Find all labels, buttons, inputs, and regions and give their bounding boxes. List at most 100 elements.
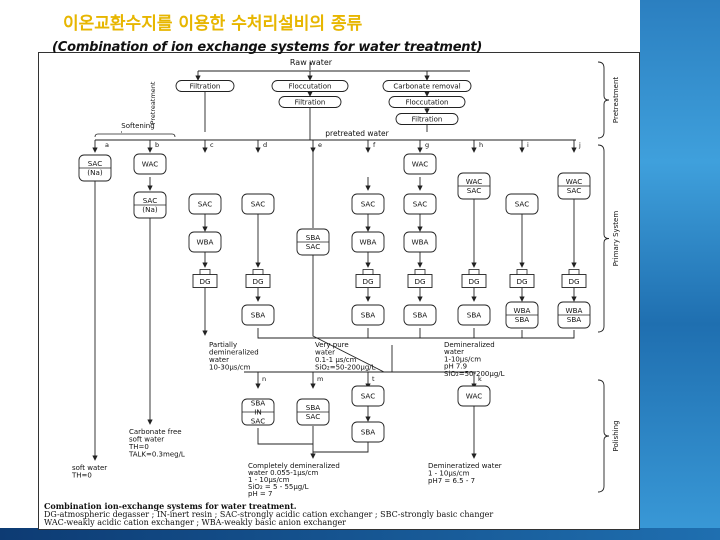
carbonate-free-water-text: Carbonate free [129,428,182,436]
decorative-bottom-band [0,528,720,540]
sac-vessel [351,385,385,407]
primary-system-brace [597,144,610,333]
degasser-vent [252,269,264,275]
primary-system-brace-label: Primary System [612,211,620,267]
very-pure-water-text: SiO₂=50-200μg/L [315,364,376,372]
completely-demineralized-text: water 0.055-1μs/cm [248,469,318,477]
very-pure-water-text: Very pure [315,341,349,349]
sac-vessel-label: SAC [413,200,428,209]
wba-vessel [188,231,222,253]
wba-vessel [403,231,437,253]
sba-in-sac-vessel-label: SBA [251,399,265,408]
demineralized-water-text: water [444,348,464,356]
sba-in-sac-vessel-label: SAC [251,417,266,426]
degasser-vent [199,269,211,275]
pretreatment-brace [597,61,610,139]
sac-vessel [351,193,385,215]
sac-vessel-label: SAC [515,200,530,209]
softening-label: Softening [121,122,154,130]
floccutation-unit-2 [388,96,466,108]
branch-letter-h: h [479,141,483,149]
carbonate-removal-unit [382,80,472,92]
sac-na-vessel-label: SAC [88,159,103,168]
polishing-brace [597,379,610,493]
sba-collector [257,328,520,339]
sac-vessel-label: SAC [361,392,376,401]
degasser-label: DG [414,277,425,286]
demineralized-water-text: pH 7.9 [444,363,467,371]
sba-vessel [457,304,491,326]
wba-vessel [351,231,385,253]
wac-vessel [403,153,437,175]
degasser-vent [516,269,528,275]
footnote-line-1: DG-atmospheric degasser ; IN-inert resin… [44,510,494,519]
degasser-vent [414,269,426,275]
sac-vessel-label: SAC [361,200,376,209]
sba-vessel [403,304,437,326]
pretreated-water-label: pretreated water [325,129,389,138]
degasser-label: DG [516,277,527,286]
sba-sac-vessel-label: SBA [306,403,320,412]
branch-letter-c: c [210,141,214,149]
branch-letter-j: j [578,141,581,149]
wac-vessel-label: WAC [412,160,429,169]
polishing-brace-label: Polishing [612,420,620,451]
decorative-side-band [640,0,720,540]
carbonate-free-water-text: soft water [129,436,164,444]
wac-vessel [457,385,491,407]
very-pure-water-text: water [315,349,335,357]
completely-demineralized-text: 1 - 10μs/cm [248,476,290,484]
floccutation-unit-label: Floccutation [289,83,332,91]
carbonate-removal-unit-label: Carbonate removal [393,83,460,91]
filtration-unit-2-label: Filtration [295,99,326,107]
wac-vessel [133,153,167,175]
sac-vessel [241,193,275,215]
partially-demineralized-text: Partially [209,341,237,349]
partially-demineralized-text: demineralized [209,349,259,357]
demineralized-water-text: 1-10μs/cm [444,355,481,363]
polish-letter-k: k [478,375,482,383]
footnote-line-2: WAC-weakly acidic cation exchanger ; WBA… [44,518,347,527]
polish-letter-n: n [262,375,266,383]
wac-sac-vessel-label: SAC [567,186,582,195]
softening-bracket [94,133,176,138]
sac-vessel [505,193,539,215]
sba-vessel [241,304,275,326]
sba-sac-vessel-label: SAC [306,242,321,251]
degasser-label: DG [199,277,210,286]
soft-water-text: soft water [72,464,107,472]
diagram-frame [38,52,640,530]
sba-vessel-label: SBA [361,428,375,437]
completely-demineralized-text: pH = 7 [248,490,272,498]
pretreatment-brace-label: Pretreatment [612,77,620,124]
demineratized-water-text: pH7 = 6.5 - 7 [428,477,475,485]
completely-demineralized-text: SiO₂ = 5 - 55μg/L [248,483,309,491]
filtration-unit-3 [395,113,459,125]
sba-sac-vessel-label: SBA [306,233,320,242]
sba-vessel-label: SBA [467,311,481,320]
degasser-vent [362,269,374,275]
branch-letter-e: e [318,141,322,149]
sba-in-sac-vessel-label: IN [254,408,262,417]
partially-demineralized-text: 10-30μs/cm [209,364,251,372]
soft-water-text: TH=0 [71,472,92,480]
sba-vessel [351,304,385,326]
sba-vessel-label: SBA [361,311,375,320]
sac-na-vessel-label: SAC [143,196,158,205]
sba-vessel-label: SBA [251,311,265,320]
floccutation-unit-2-label: Floccutation [406,99,449,107]
sac-na-vessel-label: (Na) [87,168,103,177]
sba-vessel-label: SBA [413,311,427,320]
pretreatment-side-label: Pretreatment [149,81,157,124]
slide-title-english: (Combination of ion exchange systems for… [52,40,483,55]
flow-line [312,255,385,373]
wba-vessel-label: WBA [360,238,377,247]
wac-sac-vessel-label: WAC [466,177,483,186]
flow-line [440,330,575,339]
branch-letter-i: i [527,141,529,149]
degasser-vent [468,269,480,275]
wac-sac-vessel-label: WAC [566,177,583,186]
polish-letter-t: t [372,375,375,383]
flow-line [257,428,313,445]
